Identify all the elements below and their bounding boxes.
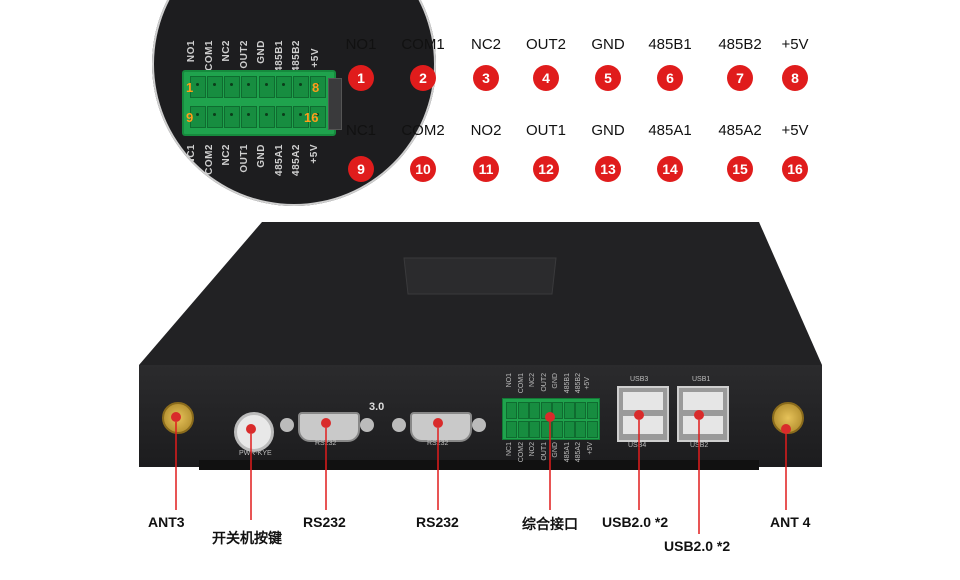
pin-name-7: 485B2 — [718, 36, 762, 53]
pin-number-badge-13: 13 — [595, 156, 621, 182]
pin-name-3: NC2 — [470, 36, 501, 53]
zoom-pin-7 — [292, 76, 309, 98]
ant4-callout-dot — [781, 424, 791, 434]
pin-name-10: COM2 — [401, 122, 445, 139]
pin-name-4: OUT2 — [525, 36, 566, 53]
zoom-pin-13 — [258, 106, 275, 128]
device-pin-12 — [540, 421, 552, 438]
pin-number-badge-7: 7 — [727, 65, 753, 91]
pin-number-badge-8: 8 — [782, 65, 808, 91]
pin-number-badge-4: 4 — [533, 65, 559, 91]
pin-name-6: 485B1 — [648, 36, 692, 53]
zoom-pin-11 — [224, 106, 241, 128]
pin-number-badge-2: 2 — [410, 65, 436, 91]
usb-stack-right[interactable] — [677, 386, 729, 442]
pin-name-15: 485A2 — [718, 122, 762, 139]
device-pin-3 — [529, 402, 540, 419]
combo-callout-dot — [545, 412, 555, 422]
zoom-pin-9 — [190, 106, 206, 128]
device-pin-6 — [563, 402, 575, 419]
pin-name-16: +5V — [781, 122, 809, 139]
usb-right-callout-dot — [694, 410, 704, 420]
pin-label-9: 9 — [186, 110, 194, 125]
pin-number-badge-3: 3 — [473, 65, 499, 91]
pin-name-1: NO1 — [345, 36, 377, 53]
label-usb-a: USB2.0 *2 — [602, 514, 669, 530]
pin-number-badge-1: 1 — [348, 65, 374, 91]
pin-number-badge-14: 14 — [657, 156, 683, 182]
zoom-pin-10 — [207, 106, 224, 128]
zoom-terminal-block: 1 8 9 16 — [182, 70, 336, 136]
usb3-badge: 3.0 — [369, 401, 385, 413]
zoom-pin-4 — [241, 76, 258, 98]
usb-silk-usb3: USB3 — [630, 376, 649, 383]
device-pin-2 — [517, 402, 529, 419]
pin-name-11: NO2 — [470, 122, 502, 139]
zoom-pin-1 — [190, 76, 206, 98]
ant3-callout-dot — [171, 412, 181, 422]
usb-silk-usb4: USB4 — [628, 442, 647, 449]
device-pin-14 — [563, 421, 575, 438]
label-ant4: ANT 4 — [770, 514, 811, 530]
pin-name-2: COM1 — [401, 36, 445, 53]
pin-name-5: GND — [591, 36, 625, 53]
pin-number-badge-6: 6 — [657, 65, 683, 91]
usb-left-callout-dot — [634, 410, 644, 420]
device-pin-7 — [575, 402, 586, 419]
zoom-pin-2 — [207, 76, 224, 98]
device-pin-8 — [586, 402, 598, 419]
zoom-pin-3 — [224, 76, 241, 98]
zoom-pin-6 — [275, 76, 292, 98]
power-silk: PWR-KYE — [239, 450, 272, 457]
pin-label-1: 1 — [186, 80, 194, 95]
label-power-button: 开关机按键 — [212, 530, 282, 546]
zoom-pin-15 — [292, 106, 309, 128]
pin-label-8: 8 — [312, 80, 320, 95]
pin-number-badge-12: 12 — [533, 156, 559, 182]
device-pin-10 — [517, 421, 529, 438]
power-callout-dot — [246, 424, 256, 434]
zoom-pin-5 — [258, 76, 275, 98]
zoom-pin-14 — [275, 106, 292, 128]
zoom-pin-8 — [309, 76, 326, 98]
label-rs232-b: RS232 — [416, 514, 459, 530]
device-pin-13 — [552, 421, 563, 438]
zoom-pin-12 — [241, 106, 258, 128]
rs232-1-callout-dot — [321, 418, 331, 428]
pin-name-13: GND — [591, 122, 625, 139]
pin-number-badge-15: 15 — [727, 156, 753, 182]
pin-name-14: 485A1 — [648, 122, 692, 139]
pin-number-badge-5: 5 — [595, 65, 621, 91]
pin-name-12: OUT1 — [525, 122, 566, 139]
zoom-pin-16 — [309, 106, 326, 128]
device-pin-5 — [552, 402, 563, 419]
combo-terminal-block[interactable] — [502, 398, 600, 440]
lid-logo-plate — [403, 257, 557, 295]
pin-number-badge-11: 11 — [473, 156, 499, 182]
pin-number-badge-10: 10 — [410, 156, 436, 182]
label-combo-interface: 综合接口 — [522, 516, 578, 532]
device-pin-1 — [506, 402, 517, 419]
label-usb-b: USB2.0 *2 — [664, 538, 731, 554]
label-rs232-a: RS232 — [303, 514, 346, 530]
pin-number-badge-16: 16 — [782, 156, 808, 182]
device-pin-15 — [575, 421, 586, 438]
device-front-lip — [199, 460, 759, 470]
device-pin-9 — [506, 421, 517, 438]
zoom-enclosure-edge — [328, 78, 342, 130]
rs232-2-callout-dot — [433, 418, 443, 428]
device-pin-11 — [529, 421, 540, 438]
pin-name-9: NC1 — [345, 122, 376, 139]
usb-silk-usb1: USB1 — [692, 376, 711, 383]
pin-number-badge-9: 9 — [348, 156, 374, 182]
device-pin-16 — [586, 421, 598, 438]
pin-label-16: 16 — [304, 110, 319, 125]
pin-name-8: +5V — [781, 36, 809, 53]
label-ant3: ANT3 — [148, 514, 185, 530]
